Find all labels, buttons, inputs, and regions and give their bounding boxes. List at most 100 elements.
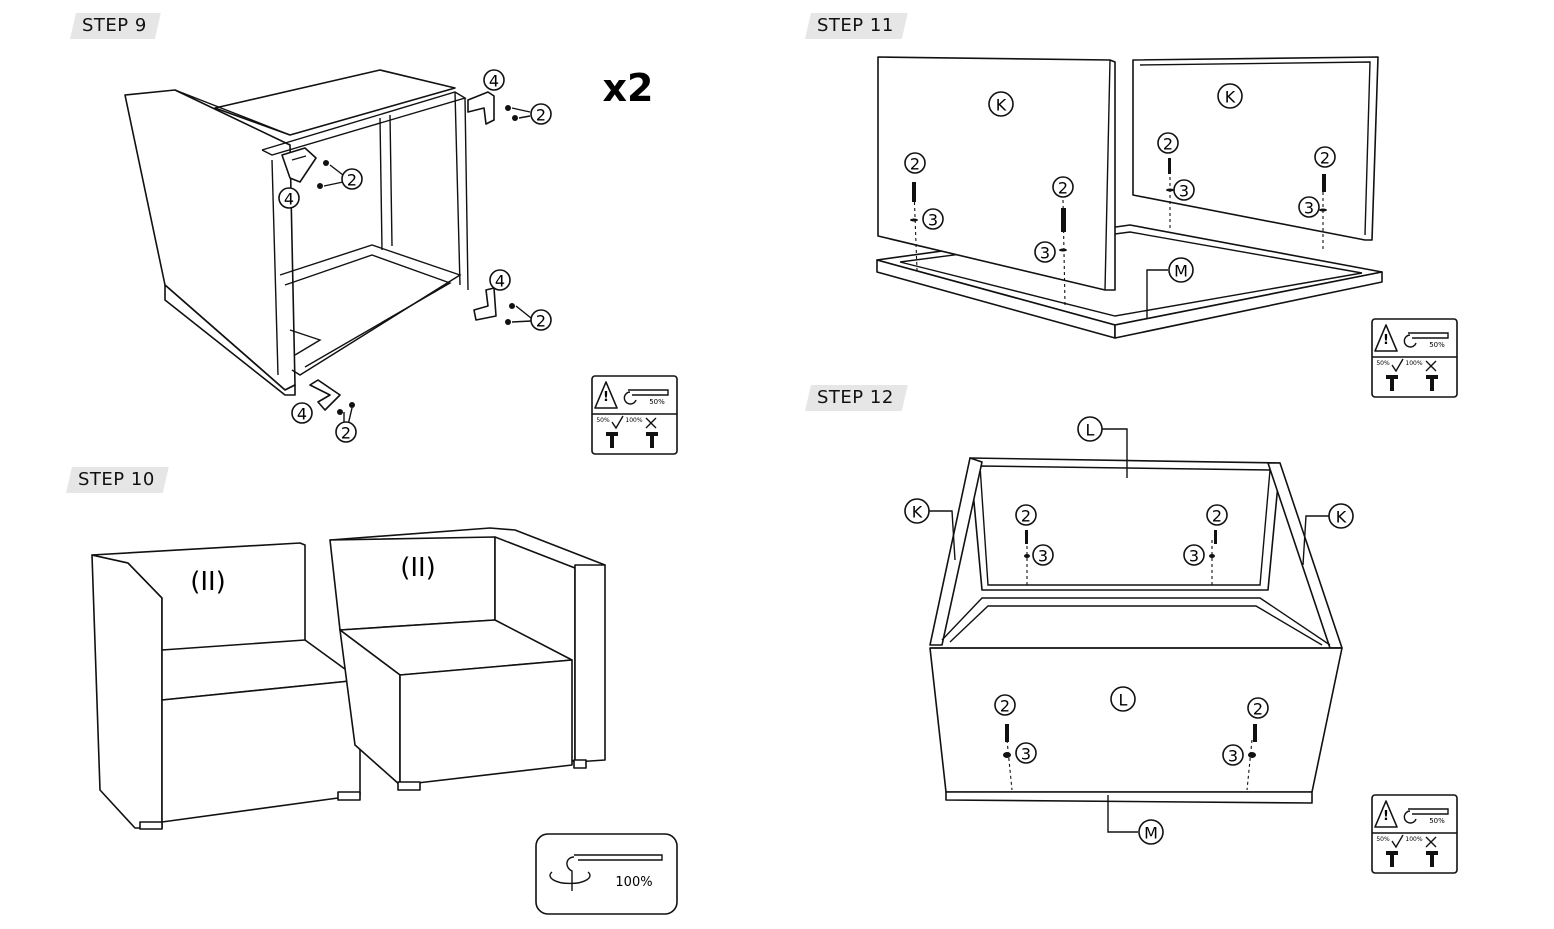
svg-text:2: 2: [1000, 697, 1010, 716]
step-12-drawing: L K K L M 2 3 2 3 2 3 2 3 ! 50% 50: [904, 416, 1458, 874]
svg-text:L: L: [1119, 691, 1128, 710]
left-side-panel: [929, 457, 983, 646]
svg-text:3: 3: [1038, 547, 1048, 566]
callout-screw-s12-c: 2: [994, 694, 1016, 716]
svg-text:4: 4: [495, 272, 505, 291]
back-panel: [969, 457, 1281, 591]
corner-bracket-3: [473, 287, 497, 321]
callout-panel-k-s11-a: K: [988, 91, 1014, 117]
corner-bracket-2: [467, 91, 495, 125]
callout-bracket-s9-d: 4: [291, 402, 313, 424]
allen-key-icon: [1403, 808, 1449, 824]
svg-text:!: !: [1383, 333, 1389, 348]
svg-text:3: 3: [1021, 745, 1031, 764]
corner-bracket-4: [309, 379, 341, 411]
step9-screws: [317, 105, 518, 415]
warning-icon: [1374, 800, 1398, 828]
step-9-title: STEP 9: [70, 13, 161, 39]
callout-bracket-s9-b: 4: [483, 69, 505, 91]
svg-text:M: M: [1144, 824, 1158, 843]
svg-text:50%: 50%: [1429, 341, 1445, 349]
callout-screw-s11-b: 2: [1052, 176, 1074, 198]
callout-screw-s12-b: 2: [1206, 504, 1228, 526]
svg-text:2: 2: [1163, 135, 1173, 154]
svg-text:4: 4: [297, 405, 307, 424]
svg-text:100%: 100%: [1405, 360, 1422, 367]
callout-washer-s11-d: 3: [1298, 196, 1320, 218]
callout-screw-s9-b: 2: [530, 103, 552, 125]
callout-panel-k-s12-a: K: [904, 498, 956, 561]
callout-screw-s12-a: 2: [1015, 504, 1037, 526]
callout-panel-l-s12-a: L: [1077, 416, 1128, 478]
rotate-icon: [549, 871, 591, 885]
allen-key-icon: [566, 854, 663, 891]
callout-screw-s9-a: 2: [341, 168, 363, 190]
svg-text:3: 3: [1040, 244, 1050, 263]
svg-text:2: 2: [341, 424, 351, 443]
right-module-label: (II): [400, 553, 436, 583]
torque-warning-box-s9: ! 50% 50% 100%: [591, 375, 678, 455]
step-10-title: STEP 10: [66, 467, 169, 493]
warning-icon: [594, 381, 618, 409]
svg-text:!: !: [603, 390, 609, 405]
svg-text:L: L: [1086, 421, 1095, 440]
callout-base-m-s12: M: [1107, 795, 1164, 845]
svg-text:2: 2: [1058, 179, 1068, 198]
callout-screw-s9-d: 2: [335, 421, 357, 443]
step-10-drawing: (II) (II) 100%: [91, 527, 678, 915]
callout-washer-s11-c: 3: [1173, 179, 1195, 201]
svg-text:M: M: [1174, 262, 1188, 281]
callout-washer-s12-b: 3: [1183, 544, 1205, 566]
check-icon: [611, 415, 624, 430]
step-11-title: STEP 11: [805, 13, 908, 39]
svg-text:2: 2: [1253, 700, 1263, 719]
step-11-drawing: K K 2 3 2 3 2 3 2 3 M ! 50% 50% 100%: [876, 56, 1458, 398]
svg-text:50%: 50%: [596, 417, 610, 424]
callout-base-m-s11: M: [1146, 257, 1194, 318]
callout-screw-s12-d: 2: [1247, 697, 1269, 719]
allen-key-icon: [1403, 332, 1449, 348]
callout-screw-s11-a: 2: [904, 152, 926, 174]
callout-screw-s9-c: 2: [530, 309, 552, 331]
cross-icon: [1425, 360, 1437, 372]
callout-washer-s11-a: 3: [922, 208, 944, 230]
svg-text:2: 2: [1320, 149, 1330, 168]
svg-text:50%: 50%: [1376, 360, 1390, 367]
left-armrest: [91, 554, 163, 829]
tighten-full-box: 100%: [535, 833, 678, 915]
svg-text:K: K: [996, 96, 1007, 115]
callout-panel-k-s11-b: K: [1217, 83, 1243, 109]
svg-text:50%: 50%: [1429, 817, 1445, 825]
svg-text:3: 3: [1228, 747, 1238, 766]
svg-text:K: K: [1225, 88, 1236, 107]
check-icon: [1391, 834, 1404, 849]
callout-washer-s12-c: 3: [1015, 742, 1037, 764]
step-9-drawing: 2 4 4 2 4 2 4 2 x2 ! 50% 50% 100%: [124, 66, 678, 455]
step-12-title: STEP 12: [805, 385, 908, 411]
callout-panel-k-s12-b: K: [1302, 503, 1354, 566]
svg-text:2: 2: [536, 106, 546, 125]
front-panel: [929, 647, 1343, 793]
svg-text:2: 2: [347, 171, 357, 190]
svg-text:3: 3: [1304, 199, 1314, 218]
svg-text:2: 2: [1212, 507, 1222, 526]
corner-bracket-1: [281, 147, 317, 183]
allen-key-icon: [623, 389, 669, 405]
callout-panel-l-s12-b: L: [1110, 686, 1136, 712]
svg-text:100%: 100%: [625, 417, 642, 424]
callout-washer-s11-b: 3: [1034, 241, 1056, 263]
warning-icon: [1374, 324, 1398, 352]
svg-text:100%: 100%: [615, 875, 652, 890]
side-panel-right: [1132, 56, 1379, 241]
callout-bracket-s9-a: 4: [278, 187, 300, 209]
cross-icon: [645, 417, 657, 429]
svg-text:3: 3: [928, 211, 938, 230]
torque-warning-box-s12: ! 50% 50% 100%: [1371, 794, 1458, 874]
svg-text:2: 2: [1021, 507, 1031, 526]
svg-text:K: K: [912, 503, 923, 522]
svg-text:100%: 100%: [1405, 836, 1422, 843]
svg-text:!: !: [1383, 809, 1389, 824]
svg-text:2: 2: [536, 312, 546, 331]
torque-warning-box-s11: ! 50% 50% 100%: [1371, 318, 1458, 398]
svg-text:50%: 50%: [649, 398, 665, 406]
